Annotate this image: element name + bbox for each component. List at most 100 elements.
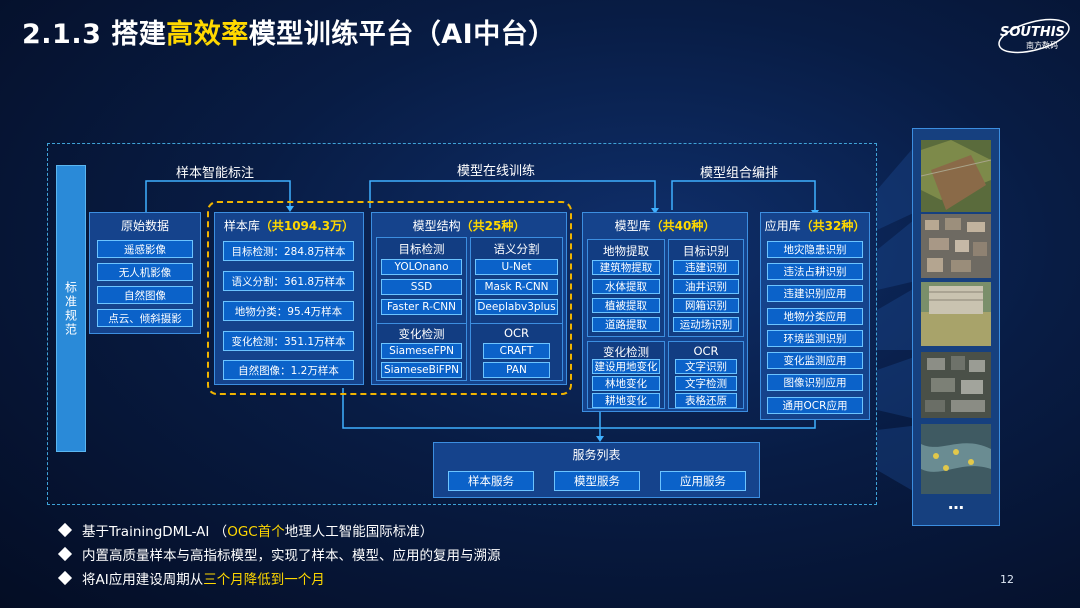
sample-library-title: 样本库（共1094.3万） — [223, 219, 355, 233]
model-struct-item[interactable]: Mask R-CNN — [475, 279, 558, 295]
bullet-list: 基于TrainingDML-AI （OGC首个地理人工智能国际标准） 内置高质量… — [57, 520, 501, 592]
model-lib-item[interactable]: 违建识别 — [673, 260, 739, 275]
model-struct-item[interactable]: SiameseFPN — [381, 343, 462, 359]
logo-name: SOUTHIS — [1000, 25, 1065, 40]
stage-label-orchestration: 模型组合编排 — [700, 166, 779, 181]
service-button-app[interactable]: 应用服务 — [660, 471, 746, 491]
app-item[interactable]: 违建识别应用 — [767, 285, 863, 302]
bullet-item: 内置高质量样本与高指标模型，实现了样本、模型、应用的复用与溯源 — [57, 544, 501, 568]
service-list-title: 服务列表 — [572, 448, 621, 462]
group-title: 目标检测 — [398, 242, 445, 256]
page-number: 12 — [1000, 573, 1014, 586]
thumbnail-buildings — [921, 214, 991, 278]
model-struct-group-detection: 目标检测 YOLOnano SSD Faster R-CNN — [376, 237, 467, 329]
thumbnail-flood — [921, 282, 991, 346]
thumbnail-farmland — [921, 140, 991, 212]
model-struct-item[interactable]: SSD — [381, 279, 462, 295]
group-title: OCR — [503, 326, 530, 340]
logo-sub: 南方数码 — [1026, 40, 1058, 50]
bullet-item: 基于TrainingDML-AI （OGC首个地理人工智能国际标准） — [57, 520, 501, 544]
model-lib-item[interactable]: 道路提取 — [592, 317, 660, 332]
group-title: 变化检测 — [398, 327, 445, 341]
sample-item[interactable]: 自然图像：1.2万样本 — [223, 360, 354, 380]
model-lib-group-change: 变化检测 建设用地变化 林地变化 耕地变化 — [587, 341, 665, 409]
model-struct-group-ocr: OCR CRAFT PAN — [470, 323, 563, 381]
model-lib-group-extraction: 地物提取 建筑物提取 水体提取 植被提取 道路提取 — [587, 239, 665, 337]
app-item[interactable]: 图像识别应用 — [767, 374, 863, 391]
diamond-bullet-icon — [57, 546, 73, 562]
training-highlight-box — [207, 201, 572, 395]
model-struct-item[interactable]: Faster R-CNN — [381, 299, 462, 315]
model-struct-item[interactable]: CRAFT — [483, 343, 550, 359]
raw-data-item[interactable]: 遥感影像 — [97, 240, 193, 258]
sample-item[interactable]: 变化检测：351.1万样本 — [223, 331, 354, 351]
model-lib-item[interactable]: 文字识别 — [675, 359, 737, 374]
thumbnail-river — [921, 424, 991, 494]
app-item[interactable]: 通用OCR应用 — [767, 397, 863, 414]
thumbnail-urban — [921, 352, 991, 418]
app-item[interactable]: 地物分类应用 — [767, 308, 863, 325]
group-title: 语义分割 — [493, 242, 540, 256]
model-lib-item[interactable]: 建筑物提取 — [592, 260, 660, 275]
model-library-title: 模型库（共40种） — [614, 219, 716, 233]
stage-label-training: 模型在线训练 — [457, 164, 536, 179]
model-lib-item[interactable]: 耕地变化 — [592, 393, 660, 408]
more-thumbnails-ellipsis: … — [948, 494, 964, 513]
app-library-title: 应用库（共32种） — [764, 219, 866, 233]
app-item[interactable]: 变化监测应用 — [767, 352, 863, 369]
model-lib-group-recognition: 目标识别 违建识别 油井识别 网箱识别 运动场识别 — [668, 239, 744, 337]
model-lib-group-ocr: OCR 文字识别 文字检测 表格还原 — [668, 341, 744, 409]
sample-library-panel: 样本库（共1094.3万） 目标检测：284.8万样本 语义分割：361.8万样… — [214, 212, 364, 385]
group-title: 目标识别 — [683, 244, 729, 258]
model-struct-item[interactable]: PAN — [483, 362, 550, 378]
model-lib-item[interactable]: 建设用地变化 — [592, 359, 660, 374]
model-structure-panel: 模型结构（共25种） 目标检测 YOLOnano SSD Faster R-CN… — [371, 212, 567, 385]
model-struct-item[interactable]: U-Net — [475, 259, 558, 275]
app-item[interactable]: 地灾隐患识别 — [767, 241, 863, 258]
sample-item[interactable]: 语义分割：361.8万样本 — [223, 271, 354, 291]
model-struct-item[interactable]: SiameseBiFPN — [381, 362, 462, 378]
title-highlight: 高效率 — [166, 19, 249, 50]
model-struct-item[interactable]: YOLOnano — [381, 259, 462, 275]
service-button-model[interactable]: 模型服务 — [554, 471, 640, 491]
service-list-panel: 服务列表 样本服务 模型服务 应用服务 — [433, 442, 760, 498]
app-item[interactable]: 环境监测识别 — [767, 330, 863, 347]
app-library-panel: 应用库（共32种） 地灾隐患识别 违法占耕识别 违建识别应用 地物分类应用 环境… — [760, 212, 870, 420]
title-post: 模型训练平台（AI中台） — [248, 19, 556, 50]
model-lib-item[interactable]: 植被提取 — [592, 298, 660, 313]
model-struct-group-segmentation: 语义分割 U-Net Mask R-CNN Deeplabv3plus — [470, 237, 563, 329]
raw-data-item[interactable]: 自然图像 — [97, 286, 193, 304]
model-library-panel: 模型库（共40种） 地物提取 建筑物提取 水体提取 植被提取 道路提取 目标识别… — [582, 212, 748, 412]
group-title: 地物提取 — [603, 244, 649, 258]
app-item[interactable]: 违法占耕识别 — [767, 263, 863, 280]
model-struct-group-change: 变化检测 SiameseFPN SiameseBiFPN — [376, 323, 467, 381]
service-button-sample[interactable]: 样本服务 — [448, 471, 534, 491]
model-lib-item[interactable]: 运动场识别 — [673, 317, 739, 332]
sample-item[interactable]: 目标检测：284.8万样本 — [223, 241, 354, 261]
sample-item[interactable]: 地物分类：95.4万样本 — [223, 301, 354, 321]
raw-data-item[interactable]: 无人机影像 — [97, 263, 193, 281]
stage-label-annotation: 样本智能标注 — [176, 166, 255, 181]
diamond-bullet-icon — [57, 570, 73, 586]
model-lib-item[interactable]: 文字检测 — [675, 376, 737, 391]
model-struct-item[interactable]: Deeplabv3plus — [475, 299, 558, 315]
raw-data-item[interactable]: 点云、倾斜摄影 — [97, 309, 193, 327]
raw-data-panel: 原始数据 遥感影像 无人机影像 自然图像 点云、倾斜摄影 — [89, 212, 201, 334]
raw-data-title: 原始数据 — [120, 219, 169, 233]
standards-bar-label: 标准规范 — [63, 280, 78, 337]
group-title: 变化检测 — [603, 345, 649, 359]
model-lib-item[interactable]: 水体提取 — [592, 279, 660, 294]
southis-logo: SOUTHIS 南方数码 — [998, 18, 1070, 54]
diamond-bullet-icon — [57, 522, 73, 538]
title-pre: 2.1.3 搭建 — [22, 19, 167, 50]
platform-frame — [47, 143, 877, 505]
bullet-item: 将AI应用建设周期从三个月降低到一个月 — [57, 568, 501, 592]
group-title: OCR — [693, 344, 719, 358]
standards-bar: 标准规范 — [56, 165, 86, 452]
model-lib-item[interactable]: 网箱识别 — [673, 298, 739, 313]
page-title: 2.1.3 搭建高效率模型训练平台（AI中台） — [22, 12, 556, 51]
model-lib-item[interactable]: 油井识别 — [673, 279, 739, 294]
model-lib-item[interactable]: 表格还原 — [675, 393, 737, 408]
model-lib-item[interactable]: 林地变化 — [592, 376, 660, 391]
model-structure-title: 模型结构（共25种） — [412, 219, 526, 233]
